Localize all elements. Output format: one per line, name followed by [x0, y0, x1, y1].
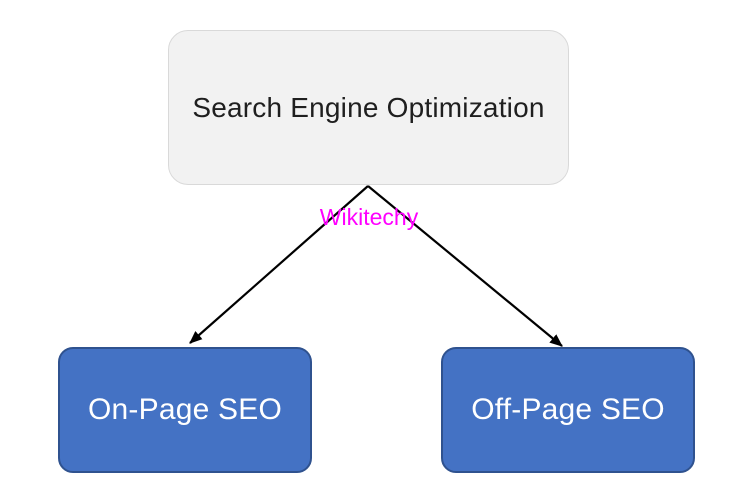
on-page-seo-label: On-Page SEO	[88, 393, 282, 426]
off-page-seo-label: Off-Page SEO	[471, 393, 665, 426]
node-off-page-seo: Off-Page SEO	[441, 347, 695, 473]
root-node-label: Search Engine Optimization	[192, 91, 545, 123]
watermark-text: Wikitechy	[319, 204, 419, 230]
node-on-page-seo: On-Page SEO	[58, 347, 312, 473]
node-search-engine-optimization: Search Engine Optimization	[168, 30, 569, 185]
